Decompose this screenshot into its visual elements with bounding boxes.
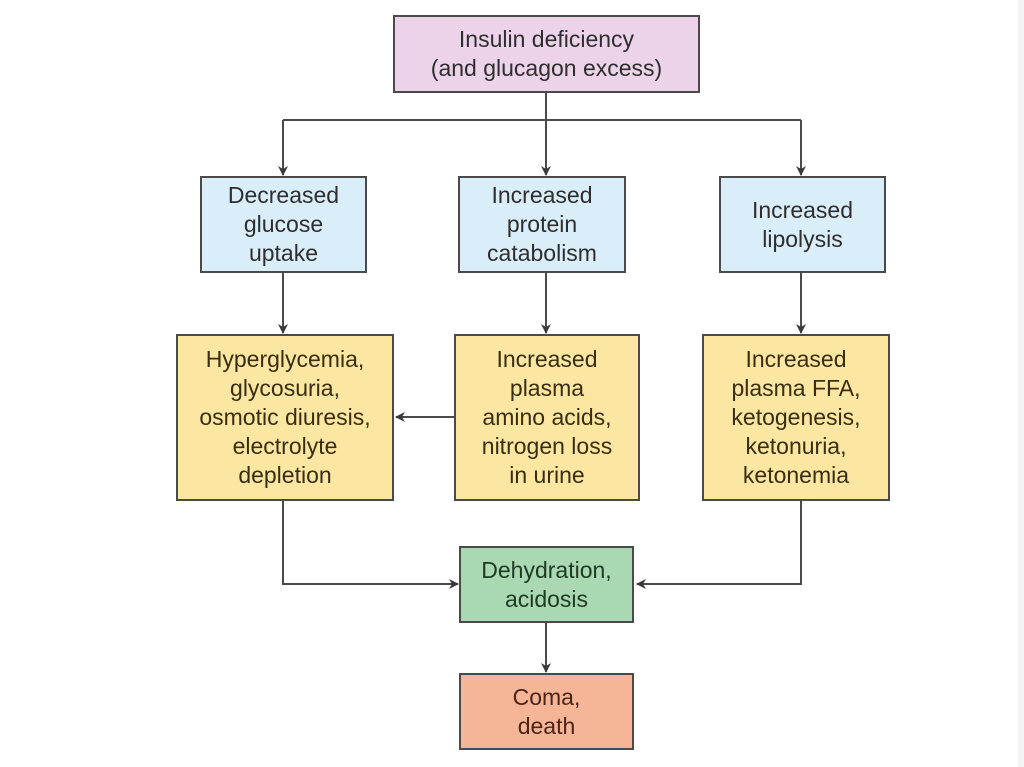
slide-edge (1018, 0, 1024, 767)
edge-hyperglycemia-to-dehydration (282, 500, 459, 589)
node-increased-plasma-amino-acids: Increased plasma amino acids, nitrogen l… (454, 334, 640, 501)
node-dehydration-acidosis: Dehydration, acidosis (459, 546, 634, 623)
node-increased-lipolysis: Increased lipolysis (719, 176, 886, 273)
node-hyperglycemia: Hyperglycemia, glycosuria, osmotic diure… (176, 334, 394, 501)
node-decreased-glucose-uptake: Decreased glucose uptake (200, 176, 367, 273)
node-increased-plasma-ffa: Increased plasma FFA, ketogenesis, keton… (702, 334, 890, 501)
edge-ffa-to-dehydration (636, 500, 802, 589)
node-increased-protein-catabolism: Increased protein catabolism (458, 176, 626, 273)
node-insulin-deficiency: Insulin deficiency (and glucagon excess) (393, 15, 700, 93)
node-coma-death: Coma, death (459, 673, 634, 750)
